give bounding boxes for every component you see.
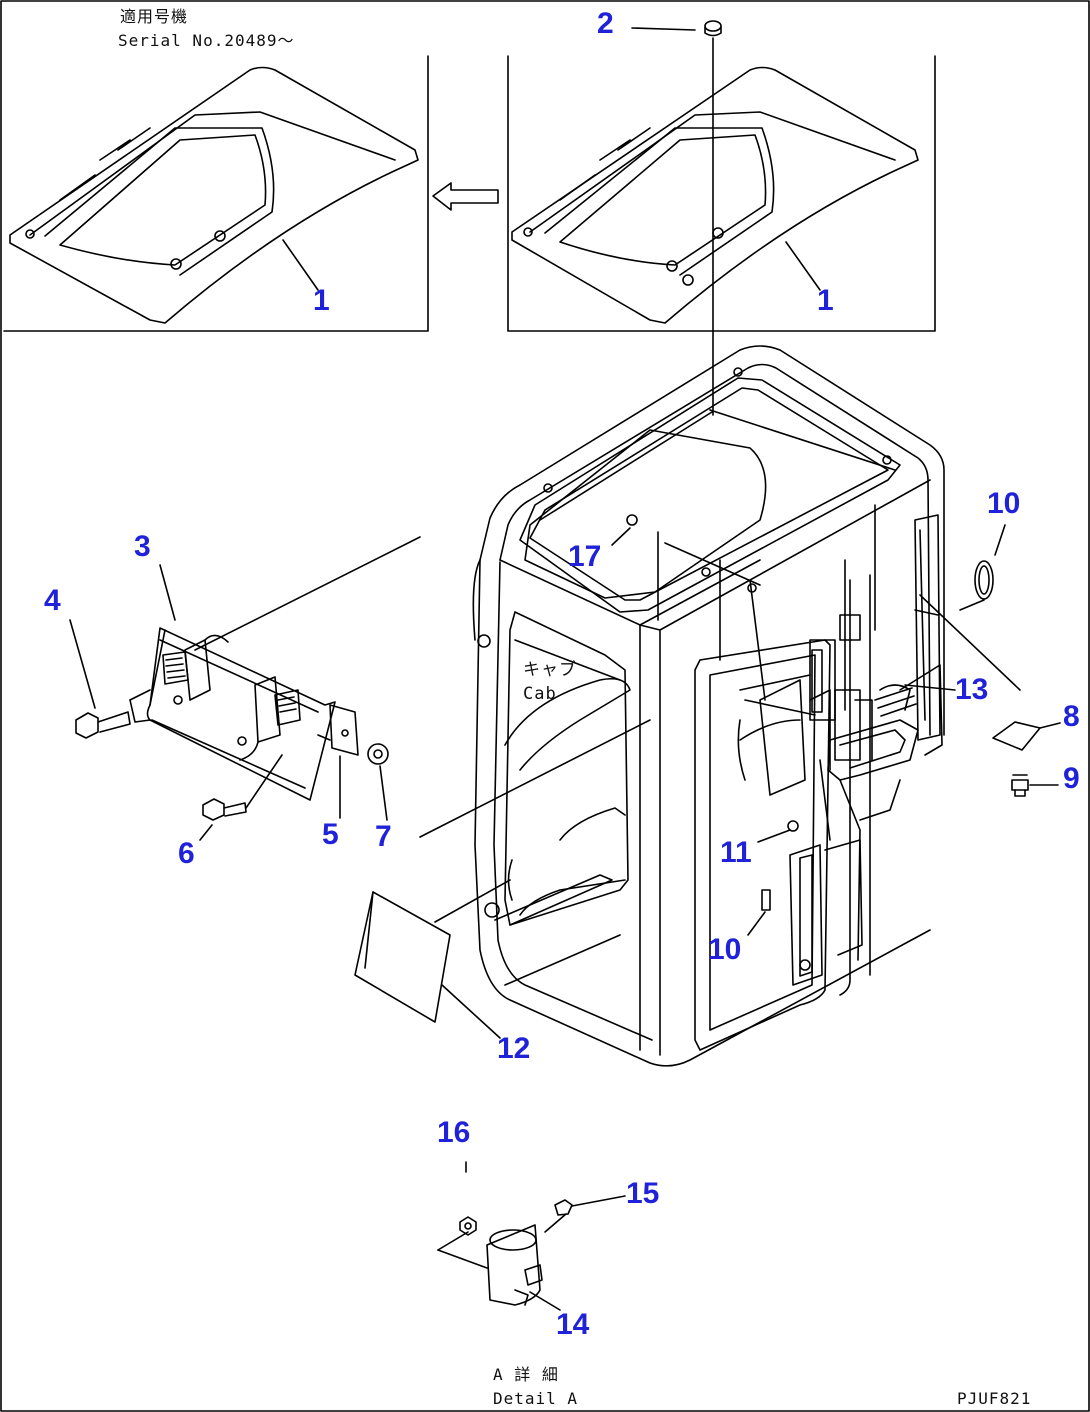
roof-panel-left: [9, 66, 419, 324]
part-3-hinge-plate: [129, 627, 359, 801]
leader-13: [904, 684, 956, 691]
detail-a-label-en: Detail A: [493, 1389, 579, 1408]
callout-1-left: 1: [313, 284, 330, 317]
callout-7: 7: [375, 820, 392, 853]
reference-line-13: [919, 594, 1021, 691]
cab-frame: [472, 345, 945, 1067]
callout-5: 5: [322, 818, 339, 851]
callout-17: 17: [568, 540, 602, 573]
inset-right: [507, 55, 936, 332]
callout-16: 16: [437, 1116, 471, 1149]
cab-label-jp: キャブ: [523, 660, 577, 680]
leader-11: [757, 829, 791, 843]
callout-3: 3: [134, 530, 151, 563]
leader-3: [159, 564, 176, 621]
drawing-code: PJUF821: [957, 1389, 1032, 1408]
callout-14: 14: [556, 1308, 590, 1341]
serial-number-label: Serial No.20489～: [118, 31, 295, 50]
callout-2: 2: [597, 7, 614, 40]
callout-8: 8: [1063, 700, 1080, 733]
cab-label-en: Cab: [523, 684, 557, 704]
callout-10-upper: 10: [987, 487, 1021, 520]
transition-arrow: [432, 182, 499, 211]
callout-13: 13: [955, 673, 989, 706]
callout-12: 12: [497, 1032, 531, 1065]
reference-line-3: [194, 536, 421, 651]
part-6-bolt: [199, 754, 283, 841]
part-10-grommet-lower: [747, 889, 771, 936]
callout-11: 11: [720, 836, 752, 869]
part-7-nut: [367, 743, 389, 821]
callout-9: 9: [1063, 762, 1080, 795]
callout-15: 15: [626, 1177, 660, 1210]
callout-10-lower: 10: [708, 933, 742, 966]
detail-a-label-jp: A 詳 細: [493, 1365, 559, 1384]
part-8-wedge: [992, 721, 1061, 751]
part-16-nut: [459, 1161, 477, 1236]
part-2-plug: [631, 20, 722, 416]
roof-panel-right: [511, 66, 919, 324]
part-12-sheet: [354, 879, 511, 1039]
callout-4: 4: [44, 584, 61, 617]
detail-a-clamp: [437, 1224, 561, 1311]
callout-1-right: 1: [817, 284, 834, 317]
part-4-bolt: [69, 619, 131, 739]
reference-line-17: [664, 542, 761, 586]
leader-17: [611, 527, 631, 546]
leader-1b: [785, 241, 821, 291]
inset-left: [3, 55, 429, 332]
callout-6: 6: [178, 837, 195, 870]
part-15-screw: [544, 1195, 626, 1233]
applicable-serial-label-jp: 適用号機: [120, 7, 189, 26]
reference-line-cab-a: [419, 719, 651, 838]
leader-1a: [282, 239, 319, 291]
part-9-bolt: [1011, 774, 1059, 797]
part-10-grommet-upper: [959, 524, 1006, 611]
